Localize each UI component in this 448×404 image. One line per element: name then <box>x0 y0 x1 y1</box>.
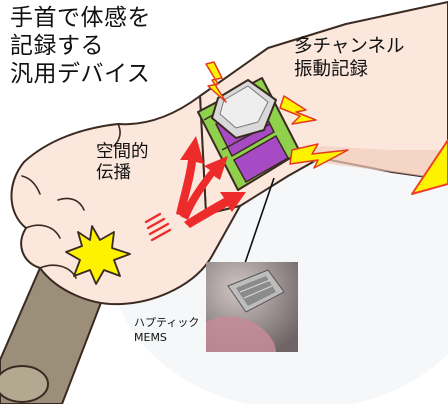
recorder-device <box>211 79 277 139</box>
spatial-propagation-label: 空間的 伝播 <box>96 142 149 184</box>
impact-burst-icon <box>65 225 131 285</box>
mems-photo <box>206 262 298 352</box>
haptic-mems-label: ハプティック MEMS <box>134 316 200 344</box>
headline-label: 手首で体感を 記録する 汎用デバイス <box>10 5 151 88</box>
multichannel-recording-label: 多チャンネル 振動記録 <box>294 36 405 80</box>
propagation-source <box>144 212 172 242</box>
leader-line <box>243 177 275 267</box>
lightning-bolt-icon <box>205 61 349 169</box>
finger-lines <box>21 123 121 279</box>
lightning-bolt-icon <box>411 139 448 195</box>
propagation-arrow-icon <box>176 136 246 228</box>
